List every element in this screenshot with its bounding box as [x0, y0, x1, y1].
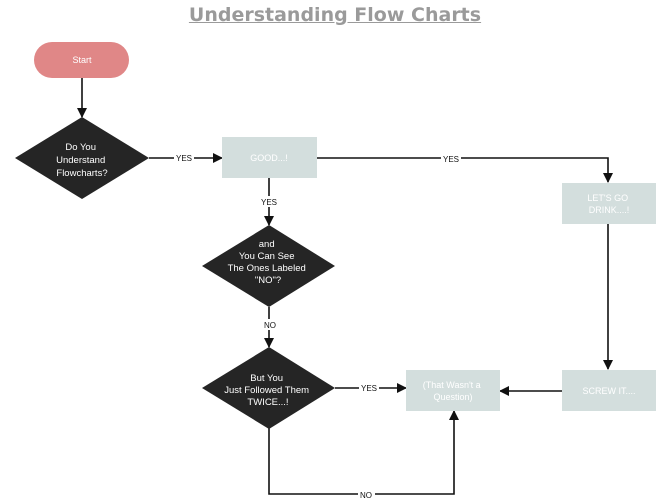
box-lets-go-text: LET'S GO DRINK....! — [587, 193, 630, 215]
edge-label-bg — [259, 196, 279, 207]
edge-label-bg — [441, 153, 461, 164]
edge-label-bg — [359, 383, 379, 394]
box-good — [222, 137, 317, 178]
decision-followed — [202, 347, 335, 429]
edge-label-yes-1: YES — [176, 154, 192, 163]
edge-label-bg — [261, 319, 278, 330]
box-not-question — [406, 370, 500, 411]
edge-good-to-letsgo — [317, 157, 613, 183]
decision-labeled — [202, 225, 335, 307]
start-label: Start — [72, 55, 92, 65]
edge-label-bg — [174, 152, 194, 163]
box-lets-go — [562, 183, 656, 224]
edge-label-bg — [358, 489, 375, 500]
box-good-label: GOOD...! — [250, 153, 288, 163]
page-title: Understanding Flow Charts — [188, 4, 482, 26]
start-node — [34, 42, 129, 78]
decision-followed-text: But You Just Followed Them TWICE...! — [224, 373, 311, 408]
box-screw-it — [562, 370, 656, 411]
box-not-question-text: (That Wasn't a Question) — [423, 380, 483, 402]
edge-label-yes-2: YES — [443, 155, 459, 164]
edge-followed-no-to-notquestion — [268, 410, 459, 495]
box-screw-it-label: SCREW IT.... — [582, 386, 635, 396]
decision-labeled-text: and You Can See The Ones Labeled "NO"? — [228, 239, 309, 286]
decision-understand-text: Do You Understand Flowcharts? — [56, 142, 108, 179]
edge-label-yes-3: YES — [261, 198, 277, 207]
edge-label-yes-4: YES — [361, 384, 377, 393]
decision-understand — [15, 117, 149, 199]
edge-label-no-1: NO — [264, 321, 276, 330]
edge-label-no-2: NO — [360, 491, 372, 500]
